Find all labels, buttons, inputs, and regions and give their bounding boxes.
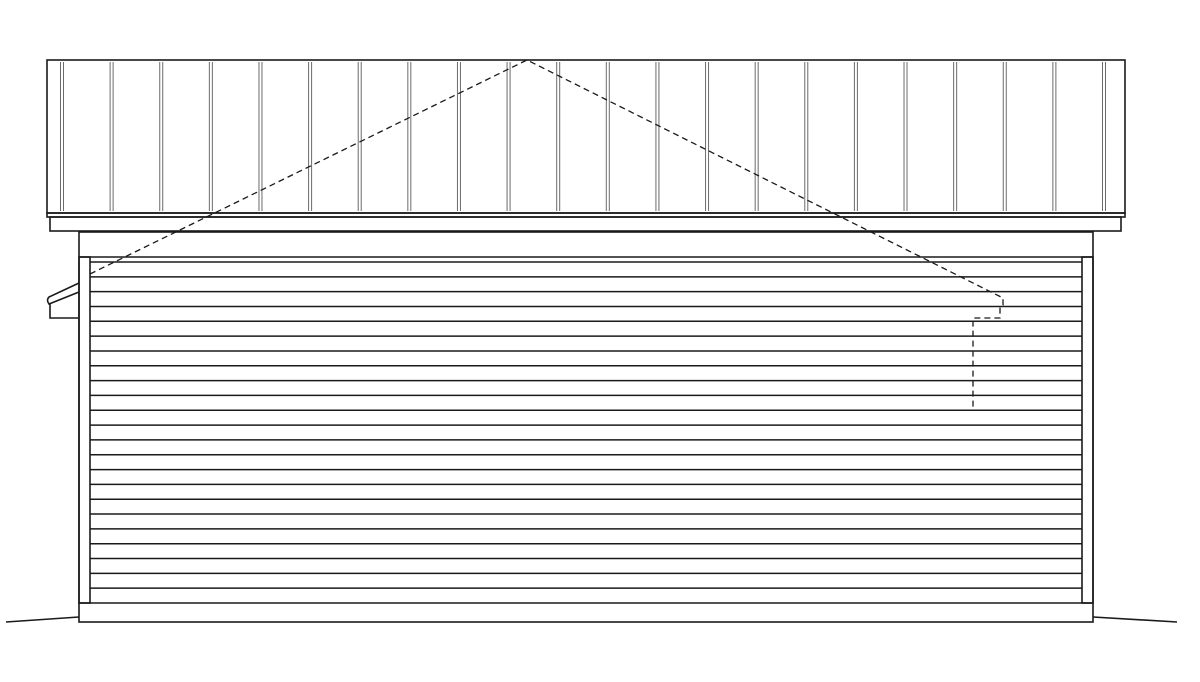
- ground-line-left: [5, 616, 80, 623]
- wall-outline: [78, 231, 1094, 623]
- hidden-roof-outline: [89, 59, 1004, 408]
- left-corner-trim: [78, 256, 91, 604]
- side-shed-fascia: [49, 304, 79, 319]
- side-shed-roof: [46, 282, 80, 305]
- lap-siding: [90, 261, 1082, 589]
- right-corner-trim: [1081, 256, 1094, 604]
- roof-seams: [60, 62, 1106, 211]
- ground-line-right: [1092, 616, 1178, 623]
- fascia: [49, 216, 1122, 232]
- metal-roof-panel: [46, 59, 1126, 214]
